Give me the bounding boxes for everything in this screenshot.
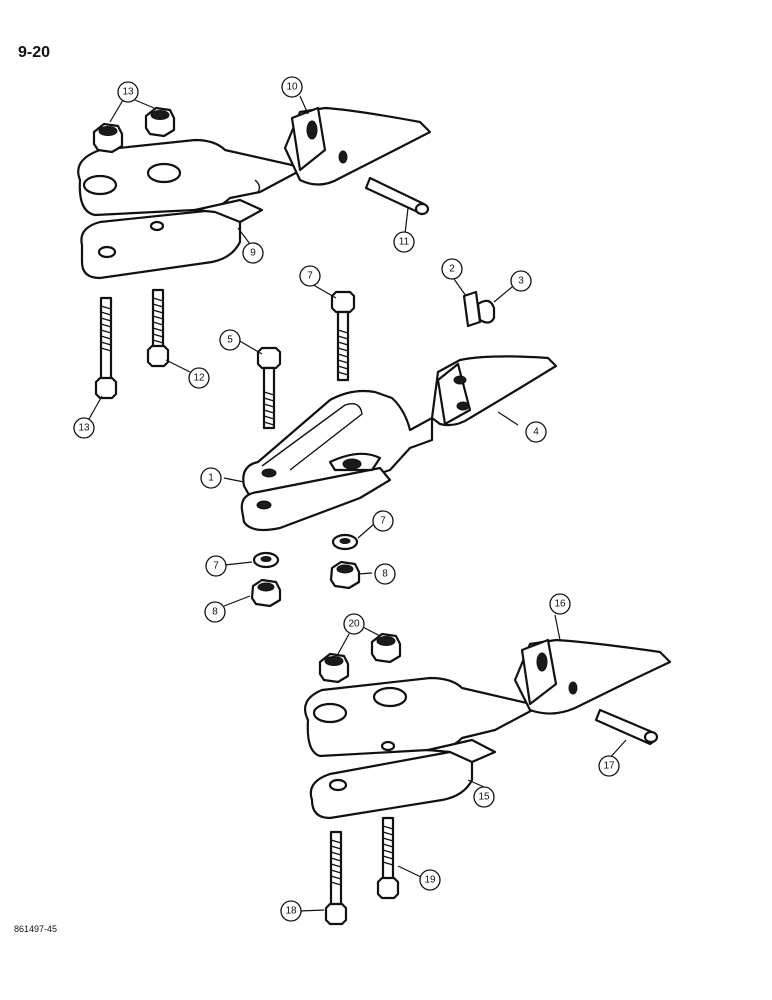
bolt (146, 288, 170, 368)
callout-11: 11 (393, 231, 415, 253)
svg-text:1: 1 (208, 473, 214, 484)
lock-washer (331, 533, 359, 551)
reference-code: 861497-45 (14, 924, 58, 934)
adapter-hole (146, 162, 182, 184)
nut (329, 560, 361, 590)
svg-text:17: 17 (603, 761, 615, 772)
svg-text:12: 12 (193, 373, 205, 384)
callout-12: 12 (188, 367, 210, 389)
lock-washer (252, 551, 280, 569)
adapter-hole (149, 220, 165, 232)
nut (250, 578, 282, 608)
adapter-hole (380, 740, 396, 752)
adapter-lower-plate (309, 750, 474, 820)
callout-15: 15 (473, 786, 495, 808)
adapter-lower-plate (80, 208, 242, 280)
callout-3: 3 (510, 270, 532, 292)
svg-text:8: 8 (212, 607, 218, 618)
callout-7: 7 (205, 555, 227, 577)
adapter-upper-plate (304, 676, 542, 758)
bolt (376, 816, 400, 900)
svg-text:8: 8 (382, 569, 388, 580)
page-number: 9-20 (18, 44, 51, 61)
adapter-lower-plate (240, 466, 392, 532)
nut (92, 122, 124, 154)
svg-text:7: 7 (380, 516, 386, 527)
upper-adapter-assembly (77, 106, 432, 400)
pin (594, 708, 659, 746)
lower-adapter-assembly (304, 632, 672, 926)
callout-16: 16 (549, 593, 571, 615)
tooth (513, 638, 672, 715)
bolt (324, 830, 348, 926)
adapter-hole (82, 174, 118, 196)
callout-17: 17 (598, 755, 620, 777)
callout-8: 8 (374, 563, 396, 585)
callout-5: 5 (219, 329, 241, 351)
adapter-hole (372, 686, 408, 708)
svg-text:7: 7 (307, 271, 313, 282)
svg-text:4: 4 (533, 427, 539, 438)
callout-14: 13 (117, 81, 139, 103)
svg-text:15: 15 (478, 792, 490, 803)
svg-text:9: 9 (250, 248, 256, 259)
retainer (462, 290, 482, 328)
callout-9: 9 (242, 242, 264, 264)
callout-6: 7 (299, 265, 321, 287)
callout-13: 13 (73, 417, 95, 439)
svg-text:20: 20 (348, 619, 360, 630)
bolt (256, 346, 282, 430)
svg-text:11: 11 (399, 237, 410, 248)
callout-18: 18 (280, 900, 302, 922)
middle-adapter-assembly (240, 290, 558, 608)
bolt (330, 290, 356, 382)
callout-10: 10 (281, 76, 303, 98)
svg-text:5: 5 (227, 335, 233, 346)
callout-2: 2 (441, 258, 463, 280)
callout-1: 1 (200, 467, 222, 489)
adapter-throat (193, 198, 264, 224)
adapter-hole (312, 702, 348, 724)
callout-19: 19 (419, 869, 441, 891)
callout-8: 8 (204, 601, 226, 623)
nut (370, 632, 402, 664)
callout-4: 4 (525, 421, 547, 443)
callout-20: 20 (343, 613, 365, 635)
adapter-upper-plate (77, 138, 307, 217)
nut (318, 652, 350, 684)
nut (144, 106, 176, 138)
adapter-hole (328, 778, 348, 792)
adapter-hole (97, 245, 117, 259)
svg-text:10: 10 (286, 82, 298, 93)
svg-text:19: 19 (424, 875, 436, 886)
svg-text:3: 3 (518, 276, 524, 287)
svg-text:7: 7 (213, 561, 219, 572)
bolt (94, 296, 118, 400)
svg-text:13: 13 (122, 87, 134, 98)
svg-text:16: 16 (554, 599, 566, 610)
leader-lines (88, 95, 627, 912)
svg-text:2: 2 (449, 264, 455, 275)
callouts: 13 10 11 9 2 3 12 13 7 5 4 1 7 7 8 8 20 … (73, 76, 620, 922)
callout-7: 7 (372, 510, 394, 532)
svg-text:13: 13 (78, 423, 90, 434)
pin (364, 176, 430, 216)
svg-text:18: 18 (285, 906, 297, 917)
rubber-lock (476, 299, 496, 324)
